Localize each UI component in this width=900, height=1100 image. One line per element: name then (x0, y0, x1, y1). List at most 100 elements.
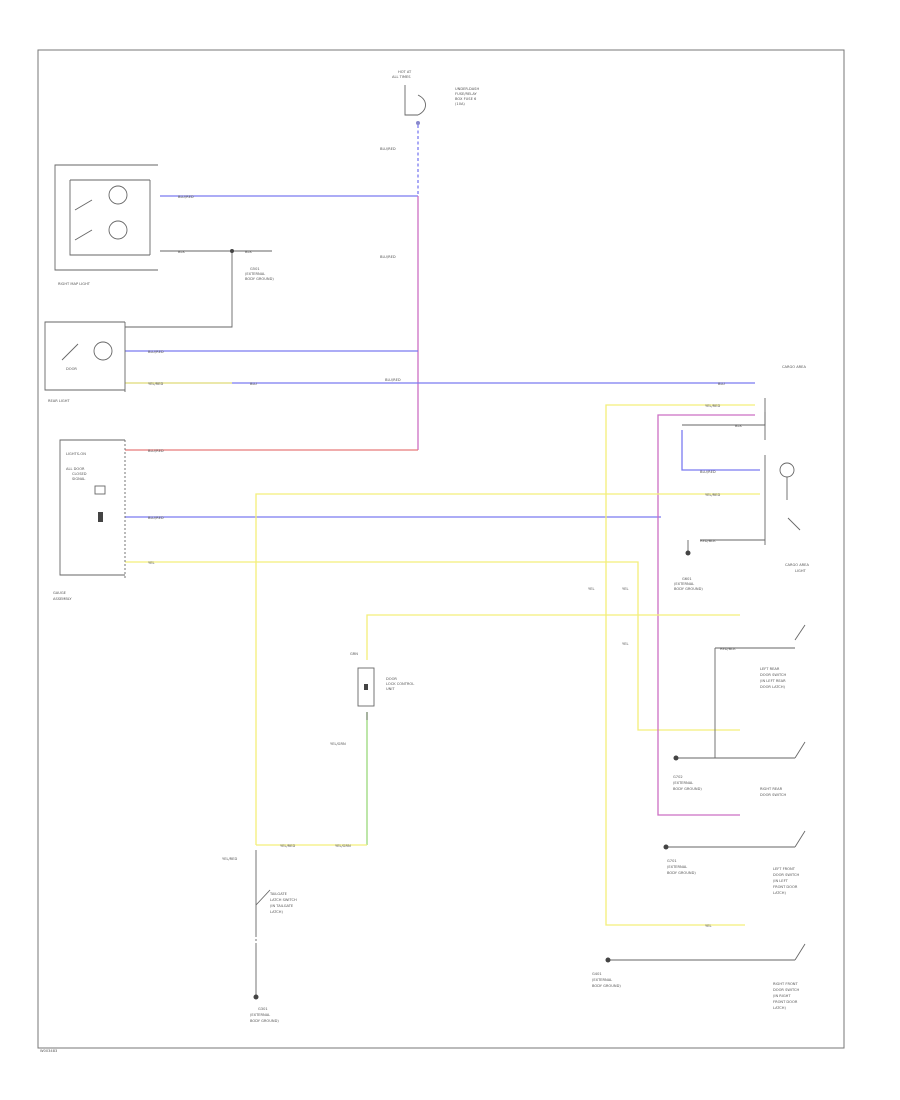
gauge-int-l2: CLOSED (72, 472, 87, 476)
left-rear-door-switch-l3: DOOR LATCH) (760, 685, 786, 689)
tailgate-l2: (IN TAILGATE (270, 904, 294, 908)
ground-g401-dot (605, 957, 611, 963)
gauge-label-l1: ASSEMBLY (53, 597, 72, 601)
g301-l2: BODY GROUND) (250, 1019, 279, 1023)
left-front-door-switch-l0: LEFT FRONT (773, 867, 796, 871)
wire-label-blu-red-2: BLU/RED (178, 195, 194, 199)
g701-l2: BODY GROUND) (667, 871, 696, 875)
wire-label-red-blk-1: RED/BLK (700, 539, 716, 543)
wire-label-yel-5: YEL (705, 924, 711, 928)
wire-labels: BLU/RED BLU/RED BLU/RED BLU/RED BLU/RED … (148, 147, 742, 928)
door-switches (794, 624, 806, 961)
g501-l2: BODY GROUND) (245, 277, 274, 281)
wire-label-blu-red-8: BLU/RED (700, 470, 716, 474)
right-front-door-switch-l0: RIGHT FRONT (773, 982, 798, 986)
right-map-light-box (54, 164, 158, 271)
g601-l0: G601 (682, 577, 692, 581)
gauge-label-l0: GAUGE (53, 591, 67, 595)
wire-label-yel-red-1: YEL/RED (148, 382, 163, 386)
g601-l2: BODY GROUND) (674, 587, 703, 591)
g401-l1: (EXTERNAL (592, 978, 612, 982)
g701-l1: (EXTERNAL (667, 865, 687, 869)
wire-label-blu-red-5: BLU/RED (385, 378, 401, 382)
wire-label-yel-1: YEL (148, 561, 154, 565)
wire-cargo-blue (681, 430, 760, 471)
cargo-connector-l0: CARGO AREA (782, 365, 806, 369)
left-rear-door-switch-l0: LEFT REAR (760, 667, 780, 671)
ground-g301-dot (253, 994, 259, 1000)
door-lock-l0: DOOR (386, 677, 397, 681)
wire-cargo-yellow (605, 404, 755, 562)
tailgate-l3: LATCH) (270, 910, 283, 914)
g301-l1: (EXTERNAL (250, 1013, 270, 1017)
g501-l1: (EXTERNAL (245, 272, 265, 276)
fuse-symbol (404, 85, 426, 125)
g701-l0: G701 (667, 859, 677, 863)
tailgate-l0: TAILGATE (269, 892, 288, 896)
right-rear-door-switch-l1: DOOR SWITCH (760, 793, 786, 797)
wire-label-blu-red-4: BLU/RED (148, 350, 164, 354)
rear-light-door-label: DOOR (66, 367, 77, 371)
g702-l1: (EXTERNAL (673, 781, 693, 785)
wire-label-yel-red-5: YEL/RED (705, 404, 720, 408)
door-lock-l1: LOCK CONTROL (386, 682, 414, 686)
hot-at-all-times-l0: HOT AT (398, 70, 412, 74)
g401-l2: BODY GROUND) (592, 984, 621, 988)
rear-light-label: REAR LIGHT (48, 399, 70, 403)
left-front-door-switch-l1: DOOR SWITCH (773, 873, 799, 877)
left-front-door-switch-l2: (IN LEFT (773, 879, 789, 883)
left-front-door-switch-l3: FRONT DOOR (773, 885, 798, 889)
fuse-box-l1: FUSE/RELAY (455, 92, 477, 96)
wire-label-blu-red-7: BLU/RED (148, 516, 164, 520)
cargo-area-light-box (764, 398, 801, 545)
g702-l2: BODY GROUND) (673, 787, 702, 791)
ground-g501-dot (230, 249, 234, 253)
right-front-door-switch-l2: (IN RIGHT (773, 994, 791, 998)
wire-label-blk-1: BLK (178, 250, 185, 254)
wire-label-blu-red-3: BLU/RED (380, 255, 396, 259)
wire-label-yel-grn-1: YEL/GRN (330, 742, 346, 746)
wire-label-yel-red-4: YEL/RED (280, 844, 295, 848)
diagram-frame (37, 49, 845, 1049)
gauge-int-l1: ALL DOOR (66, 467, 85, 471)
ground-symbols (230, 249, 691, 1000)
wire-label-yel-2: YEL (588, 587, 594, 591)
g601-l1: (EXTERNAL (674, 582, 694, 586)
g501-l0: G501 (250, 267, 260, 271)
black-wires (125, 250, 795, 995)
wire-label-yel-4: YEL (622, 642, 628, 646)
gauge-int-l0: LIGHTS-ON (66, 452, 86, 456)
right-front-door-switch-l1: DOOR SWITCH (773, 988, 799, 992)
tailgate-l1: LATCH SWITCH (270, 898, 297, 902)
wire-label-yel-red-2: YEL/RED (705, 493, 720, 497)
wire-label-grn: GRN (350, 652, 358, 656)
g702-l0: G702 (673, 775, 683, 779)
fuse-box-l2: BOX FUSE 6 (455, 97, 477, 101)
fuse-box-l3: (10A) (455, 102, 465, 106)
g301-l0: G301 (258, 1007, 268, 1011)
fuse-box-l0: UNDER-DASH (455, 87, 479, 91)
wire-lock-yellow (366, 614, 740, 660)
wire-yellow-split (605, 562, 745, 926)
footer-code: W003483 (40, 1049, 57, 1053)
left-rear-door-switch-l2: (IN LEFT REAR (760, 679, 786, 683)
right-rear-door-switch-l0: RIGHT REAR (760, 787, 783, 791)
right-map-light-label: RIGHT MAP LIGHT (58, 282, 91, 286)
g401-l0: G401 (592, 972, 602, 976)
right-front-door-switch-l4: LATCH) (773, 1006, 786, 1010)
wire-label-blk-3: BLK (735, 424, 742, 428)
wire-tailgate-yellow (255, 493, 760, 845)
ground-g601-dot (685, 550, 691, 556)
door-lock-control-unit-box (357, 667, 375, 707)
wire-label-yel-grn-2: YEL/GRN (335, 844, 351, 848)
door-lock-l2: UNIT (386, 687, 395, 691)
wire-label-blu-red-6: BLU/RED (148, 449, 164, 453)
wire-label-blu-2: BLU (718, 382, 725, 386)
right-front-door-switch-l3: FRONT DOOR (773, 1000, 798, 1004)
ground-g702-dot (673, 755, 679, 761)
wire-label-blk-2: BLK (245, 250, 252, 254)
wires (125, 125, 760, 926)
gauge-int-l3: SIGNAL (72, 477, 85, 481)
wire-label-blu-1: BLU (250, 382, 257, 386)
